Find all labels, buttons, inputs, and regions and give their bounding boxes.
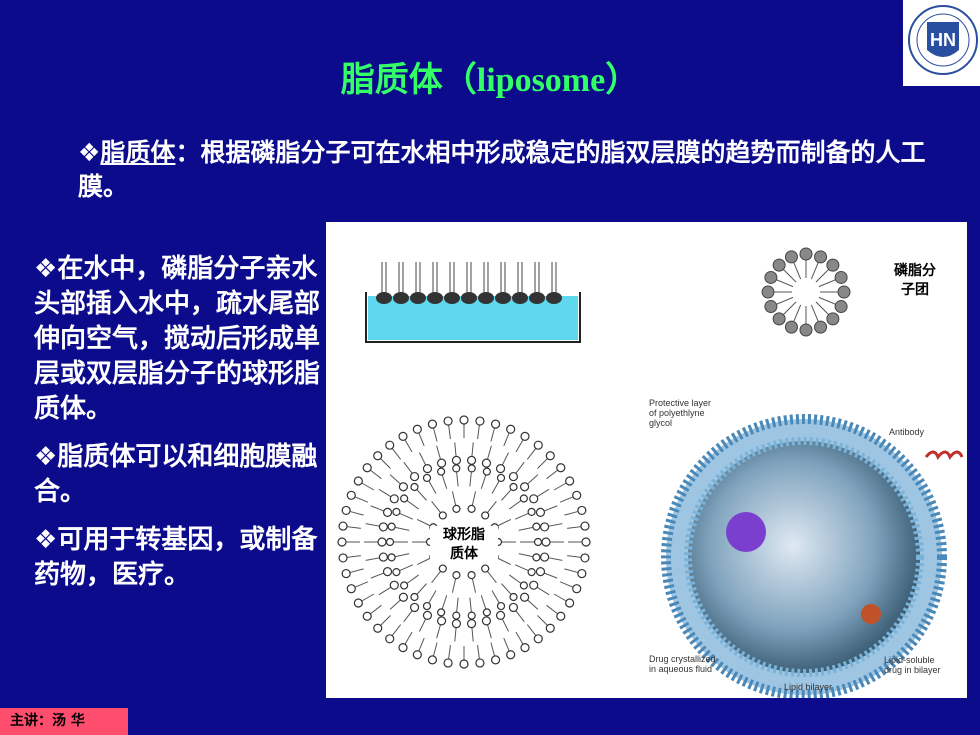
drug-liposome — [661, 414, 964, 698]
diamond-bullet-icon: ❖ — [34, 442, 58, 472]
bullet-point: ❖可用于转基因，或制备药物，医疗。 — [34, 525, 318, 590]
protective-layer-label: Protective layer of polyethlyne glycol — [649, 398, 712, 428]
diamond-bullet-icon: ❖ — [34, 525, 58, 555]
bullet-point: ❖脂质体可以和细胞膜融合。 — [34, 442, 318, 507]
lipid-drug-icon — [861, 604, 881, 624]
micelle — [761, 247, 851, 337]
drug-crystal-icon — [726, 512, 766, 552]
diamond-bullet-icon: ❖ — [78, 138, 101, 167]
bullet-list: ❖在水中，磷脂分子亲水头部插入水中，疏水尾部伸向空气，搅动后形成单层或双层脂分子… — [34, 252, 324, 606]
lipid-bilayer-label: Lipid bilayer — [784, 682, 833, 692]
title-paren-close: ） — [605, 60, 640, 100]
micelle-label: 磷脂分 子团 — [894, 263, 936, 298]
lipid-monolayer — [376, 262, 562, 304]
intro-term: 脂质体 — [100, 138, 176, 167]
slide-title: 脂质体（liposome） — [0, 52, 980, 101]
title-chinese: 脂质体 — [340, 60, 443, 100]
liposome-label: 球形脂 质体 — [430, 526, 498, 564]
liposome-figure: 磷脂分 子团 球形脂 质体 Protective layer of polyet… — [326, 222, 967, 698]
university-logo: HN — [903, 0, 980, 86]
spherical-liposome — [337, 415, 591, 669]
intro-text: ：根据磷脂分子可在水相中形成稳定的脂双层膜的趋势而制备的人工膜。 — [78, 138, 926, 201]
diamond-bullet-icon: ❖ — [34, 254, 58, 284]
title-english: liposome — [476, 62, 606, 99]
drug-crystal-label: Drug crystallized in aqueous fluid — [649, 654, 716, 674]
bullet-point: ❖在水中，磷脂分子亲水头部插入水中，疏水尾部伸向空气，搅动后形成单层或双层脂分子… — [34, 254, 321, 424]
intro-paragraph: ❖脂质体：根据磷脂分子可在水相中形成稳定的脂双层膜的趋势而制备的人工膜。 — [78, 136, 938, 204]
logo-text: HN — [930, 30, 956, 50]
liposome-illustration — [337, 247, 964, 698]
lipid-soluble-label: Lipid-soluble drug in bilayer — [884, 655, 941, 675]
lecturer-footer: 主讲：汤 华 — [0, 708, 128, 735]
antibody-icon — [924, 450, 964, 460]
antibody-label: Antibody — [889, 427, 925, 437]
title-paren-open: （ — [442, 60, 477, 100]
